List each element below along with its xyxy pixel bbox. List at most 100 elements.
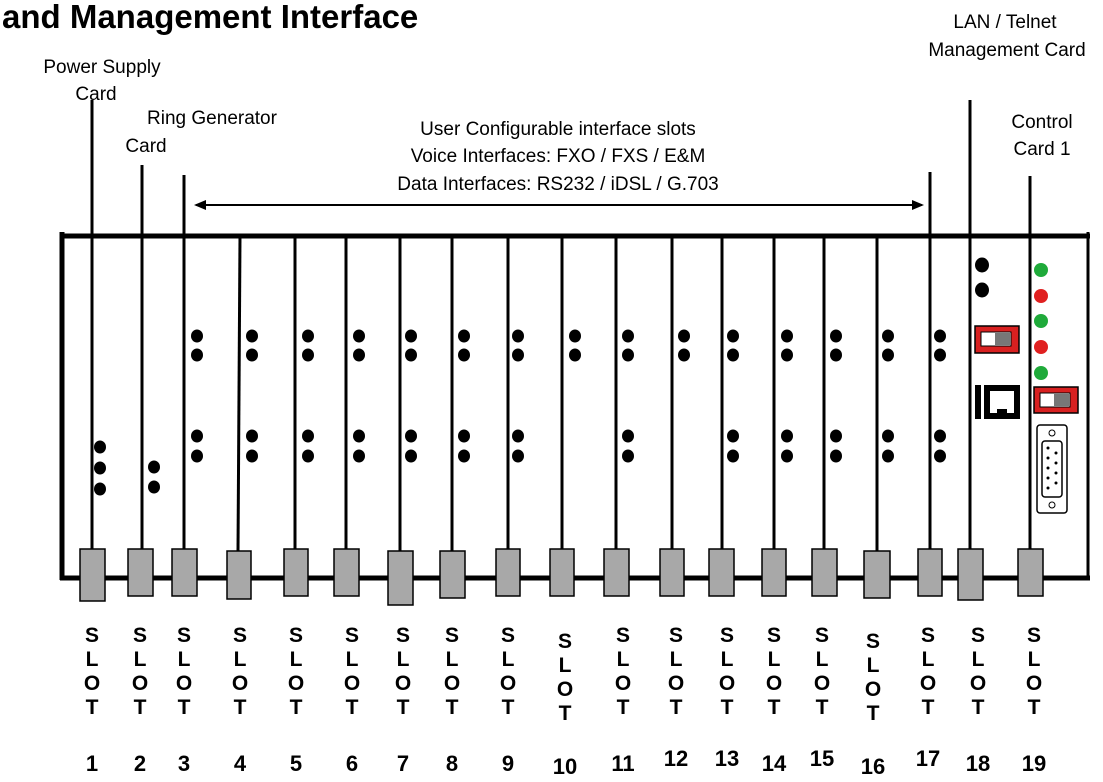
slot-word-letter: L (397, 648, 410, 671)
slot-word-letter: L (972, 648, 985, 671)
slot-word-letter: O (132, 672, 148, 695)
ring-generator-label-line1: Ring Generator (147, 108, 278, 129)
slot-word-letter: O (557, 678, 573, 701)
slot-word-letter: O (288, 672, 304, 695)
slot-3-tab[interactable] (171, 548, 198, 597)
slot-number: 19 (1022, 751, 1046, 776)
card-indicator-dots (94, 257, 989, 496)
slot-tabs (79, 548, 1044, 606)
control-card-label-line2: Card 1 (1013, 139, 1070, 160)
slot-word-letter: T (86, 696, 99, 719)
slot-word-letter: T (346, 696, 359, 719)
slot-word-letter: L (768, 648, 781, 671)
slot-5-tab[interactable] (283, 548, 309, 597)
slot-word-letter: T (1028, 696, 1041, 719)
slot-word-letter: S (921, 624, 935, 647)
slot-word-letter: L (1028, 648, 1041, 671)
slot-word-letter: S (233, 624, 247, 647)
slot-18-tab[interactable] (957, 548, 984, 601)
slot-4-tab[interactable] (226, 550, 252, 600)
slot-word-letter: L (234, 648, 247, 671)
slot-word-letter: S (345, 624, 359, 647)
slot-2-tab[interactable] (127, 548, 154, 597)
slot-word-letter: L (346, 648, 359, 671)
slot-6-tab[interactable] (333, 548, 360, 597)
slot-7-tab[interactable] (387, 550, 414, 606)
user-config-label-line2: Voice Interfaces: FXO / FXS / E&M (411, 146, 706, 167)
serial-db9-connector[interactable] (1036, 424, 1068, 514)
power-supply-label-line1: Power Supply (43, 57, 161, 78)
slot-17-tab[interactable] (917, 548, 943, 597)
slot-12-tab[interactable] (659, 548, 685, 597)
slot-word-letter: T (134, 696, 147, 719)
slot-word-letter: O (865, 678, 881, 701)
slot-word-letter: S (1027, 624, 1041, 647)
slot-word-letter: S (445, 624, 459, 647)
slot-word-letter: S (85, 624, 99, 647)
slot-number: 15 (810, 746, 834, 771)
slot-10-tab[interactable] (549, 548, 575, 597)
slot-word-letter: O (232, 672, 248, 695)
power-supply-label: Power Supply Card (43, 57, 161, 105)
slot-word-letter: O (970, 672, 986, 695)
slot-word-letter: L (290, 648, 303, 671)
slot-word-letter: T (559, 702, 572, 725)
slot-word-letter: O (615, 672, 631, 695)
slot-word-letter: S (815, 624, 829, 647)
slot-number: 2 (134, 751, 146, 776)
slot-word-letter: T (768, 696, 781, 719)
slot-13-tab[interactable] (708, 548, 735, 597)
slot-number: 11 (611, 751, 634, 776)
slot-word-letter: O (344, 672, 360, 695)
slot-14-tab[interactable] (761, 548, 787, 597)
slot-word-letter: T (617, 696, 630, 719)
slot-8-tab[interactable] (439, 550, 466, 599)
slot-number: 3 (178, 751, 190, 776)
slot-11-tab[interactable] (603, 548, 630, 597)
slot-word-letter: S (289, 624, 303, 647)
slot-15-tab[interactable] (811, 548, 838, 597)
slot-word-letter: S (971, 624, 985, 647)
control-led-1 (1034, 263, 1048, 277)
slot-word-letter: S (501, 624, 515, 647)
slot-word-letter: L (446, 648, 459, 671)
slot-word-letter: O (176, 672, 192, 695)
slot-word-letter: T (397, 696, 410, 719)
slot-19-tab[interactable] (1017, 548, 1044, 597)
slot-word-letter: O (444, 672, 460, 695)
slot-labels: SLOT1SLOT2SLOT3SLOT4SLOT5SLOT6SLOT7SLOT8… (84, 624, 1046, 779)
slot-word-letter: L (502, 648, 515, 671)
slot-word-letter: O (84, 672, 100, 695)
slot-word-letter: L (617, 648, 630, 671)
slot-word-letter: T (234, 696, 247, 719)
slot-word-letter: O (395, 672, 411, 695)
slot-word-letter: O (719, 672, 735, 695)
slot-word-letter: L (867, 654, 880, 677)
slot-word-letter: S (767, 624, 781, 647)
slot-word-letter: O (920, 672, 936, 695)
slot-word-letter: S (177, 624, 191, 647)
slot-number: 16 (861, 754, 885, 779)
slot-16-tab[interactable] (863, 550, 891, 599)
slot-word-letter: O (766, 672, 782, 695)
slot-1-tab[interactable] (79, 548, 106, 602)
user-config-label: User Configurable interface slots Voice … (397, 119, 718, 195)
diagram-title: and Management Interface (2, 0, 418, 35)
slot-word-letter: T (867, 702, 880, 725)
control-led-2 (1034, 289, 1048, 303)
slot-word-letter: L (670, 648, 683, 671)
slot-word-letter: T (446, 696, 459, 719)
slot-number: 14 (762, 751, 787, 776)
slot-word-letter: T (816, 696, 829, 719)
slot-word-letter: L (721, 648, 734, 671)
slot-word-letter: S (396, 624, 410, 647)
slot-9-tab[interactable] (495, 548, 521, 597)
